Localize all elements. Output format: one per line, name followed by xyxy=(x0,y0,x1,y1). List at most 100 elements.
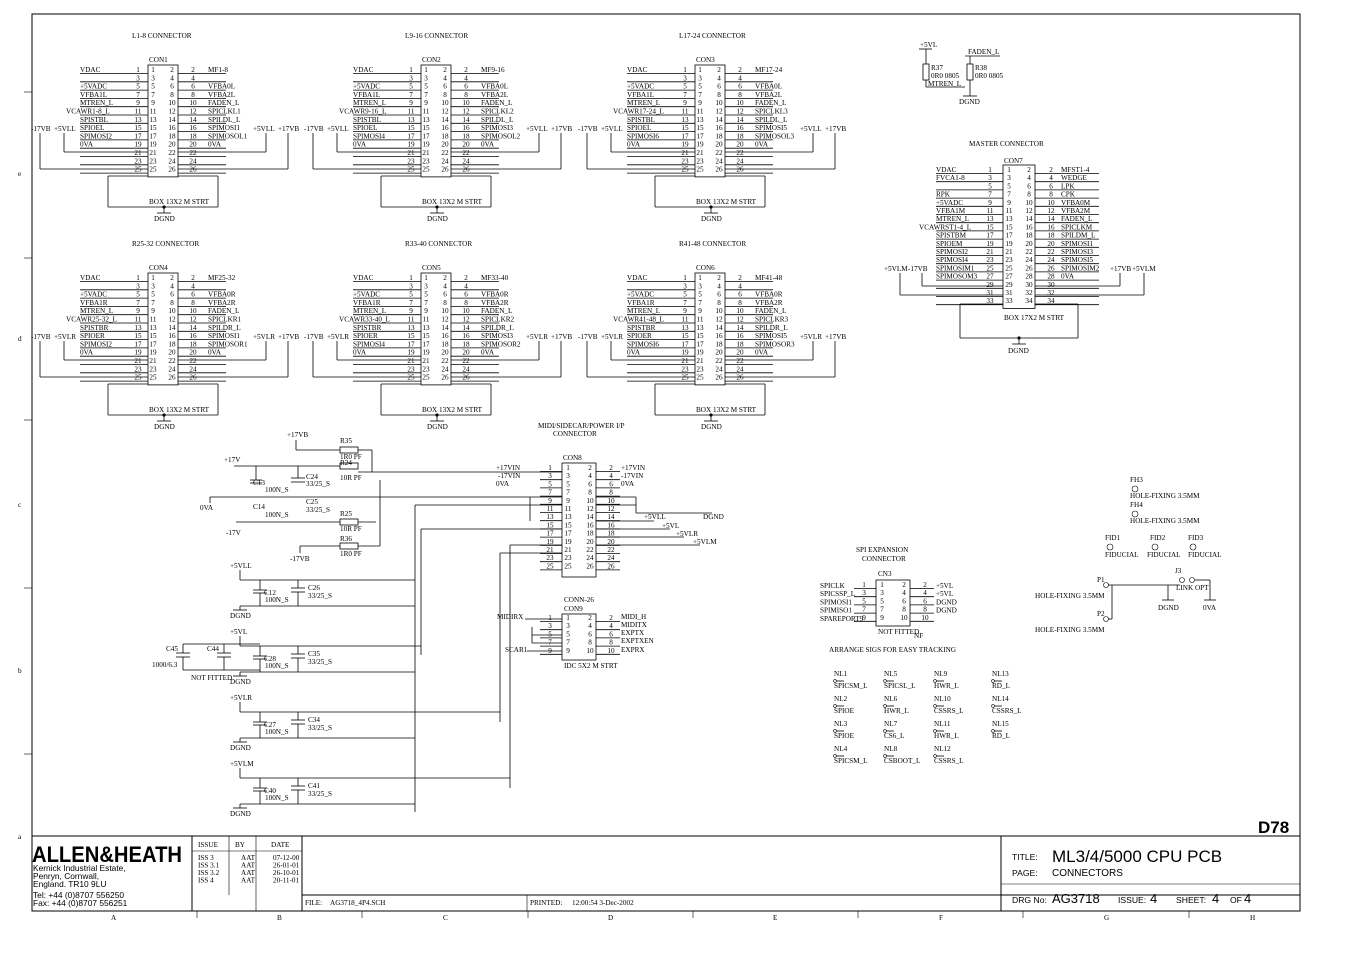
pin-num-inner-left: 25 xyxy=(1005,264,1013,272)
pin-num-right: 4 xyxy=(464,74,468,82)
master-label-left: +5VADC xyxy=(936,199,963,207)
master-label-right: VFBA0M xyxy=(1061,199,1091,207)
pin-num-left: 9 xyxy=(683,307,687,315)
decoupling-gnd-4: DGND xyxy=(230,810,251,818)
pin-num-inner-right: 4 xyxy=(588,622,592,630)
spi-label-right: +5VL xyxy=(936,590,953,598)
revision-by: AAT xyxy=(241,854,256,862)
drg-label: DRG No: xyxy=(1012,895,1047,905)
pin-num-left: 3 xyxy=(136,74,140,82)
pin-num-inner-right: 10 xyxy=(900,614,908,622)
r37-value: 0R0 0805 xyxy=(931,72,960,80)
company-fax: Fax: +44 (0)8707 556251 xyxy=(33,898,128,908)
net-link-net: HWR_L xyxy=(884,707,909,715)
rev-header-issue: ISSUE xyxy=(198,841,219,849)
pin-num-left: 7 xyxy=(988,191,992,199)
con8-in-right-3: 0VA xyxy=(621,480,635,488)
connector-ref-4: CON4 xyxy=(149,264,168,272)
pin-num-right: 22 xyxy=(736,357,744,365)
pin-num-inner-right: 26 xyxy=(715,374,723,382)
rail-right-a: +5VLL xyxy=(526,125,548,133)
connector-title-1: L1-8 CONNECTOR xyxy=(132,32,192,40)
pin-num-inner-left: 5 xyxy=(698,291,702,299)
pin-num-left: 5 xyxy=(548,630,552,638)
rail-right-b: +17VB xyxy=(551,125,572,133)
decoupling-gnd-3: DGND xyxy=(230,744,251,752)
pin-num-inner-left: 5 xyxy=(880,597,884,605)
pin-num-left: 17 xyxy=(407,132,415,140)
pin-num-inner-right: 20 xyxy=(1025,240,1033,248)
pin-num-right: 20 xyxy=(607,538,615,546)
pin-label-right: SPICLKL3 xyxy=(755,108,788,116)
drg-number: AG3718 xyxy=(1052,891,1100,906)
pin-num-inner-right: 14 xyxy=(168,324,176,332)
pin-num-right: 20 xyxy=(736,349,744,357)
pin-num-left: 15 xyxy=(986,223,994,231)
pin-label-right: FADEN_L xyxy=(755,99,786,107)
pin-num-right: 16 xyxy=(736,332,744,340)
con8-out-5vlm: +5VLM xyxy=(693,538,717,546)
pin-num-inner-right: 24 xyxy=(586,554,594,562)
grid-row-e: e xyxy=(18,170,21,178)
pin-label-left: 0VA xyxy=(80,349,94,357)
revision-date: 26-10-01 xyxy=(273,869,300,877)
pin-num-right: 2 xyxy=(1049,166,1053,174)
pin-num-inner-left: 27 xyxy=(1005,273,1013,281)
pin-num-right: 6 xyxy=(609,630,613,638)
pin-num-inner-right: 26 xyxy=(441,374,449,382)
pin-num-right: 24 xyxy=(736,365,744,373)
pin-num-left: 1 xyxy=(136,274,140,282)
pin-num-inner-right: 12 xyxy=(441,108,449,116)
pin-label-right: VFBA2R xyxy=(755,299,783,307)
pin-num-inner-left: 17 xyxy=(696,132,704,140)
pin-num-inner-right: 8 xyxy=(588,639,592,647)
pullup-rail-label: +5VL xyxy=(920,41,937,49)
pin-num-inner-right: 2 xyxy=(443,66,447,74)
pin-num-inner-right: 24 xyxy=(168,157,176,165)
pin-num-inner-left: 3 xyxy=(424,282,428,290)
pin-label-right: SPILDL_L xyxy=(208,116,240,124)
pin-num-inner-left: 11 xyxy=(423,316,430,324)
net-link-ref: NL5 xyxy=(884,670,898,678)
pin-num-right: 6 xyxy=(191,83,195,91)
connector-ref-3: CON3 xyxy=(696,56,715,64)
grid-col-a: A xyxy=(111,914,117,922)
pin-label-right: FADEN_L xyxy=(481,307,512,315)
connector-footer-1: BOX 13X2 M STRT xyxy=(149,198,210,206)
master-body xyxy=(1002,164,1036,309)
pin-num-left: 25 xyxy=(407,374,415,382)
pin-num-right: 6 xyxy=(1049,182,1053,190)
pin-num-right: 26 xyxy=(189,374,197,382)
p2-ref: P2 xyxy=(1097,610,1105,618)
c25-value: 33/25_S xyxy=(306,506,330,514)
pin-label-left: SPIOER xyxy=(353,332,378,340)
pin-num-right: 16 xyxy=(189,124,197,132)
revision-by: AAT xyxy=(241,869,256,877)
spi-label-right: DGND xyxy=(936,607,957,615)
pin-num-right: 28 xyxy=(1047,273,1055,281)
pin-num-inner-left: 3 xyxy=(698,282,702,290)
pin-num-right: 8 xyxy=(609,639,613,647)
pin-label-right: VFBA2R xyxy=(208,299,236,307)
pin-num-inner-right: 4 xyxy=(1027,174,1031,182)
pin-label-right: SPILDR_L xyxy=(755,324,788,332)
pin-num-inner-left: 1 xyxy=(151,66,155,74)
pin-num-inner-left: 15 xyxy=(1005,223,1013,231)
of-label: OF xyxy=(1230,895,1242,905)
decoupling-c1-4: C40 xyxy=(264,787,276,795)
decoupling-v1-4: 100N_S xyxy=(265,794,289,802)
r25-ref: R25 xyxy=(340,510,352,518)
pin-num-left: 7 xyxy=(862,606,866,614)
pin-num-inner-left: 13 xyxy=(564,513,572,521)
pin-num-left: 7 xyxy=(409,299,413,307)
revision-date: 20-11-01 xyxy=(273,877,299,885)
pin-num-inner-right: 16 xyxy=(586,521,594,529)
pin-label-right: VFBA0R xyxy=(755,291,783,299)
pin-num-right: 18 xyxy=(189,340,197,348)
pin-num-right: 24 xyxy=(189,157,197,165)
